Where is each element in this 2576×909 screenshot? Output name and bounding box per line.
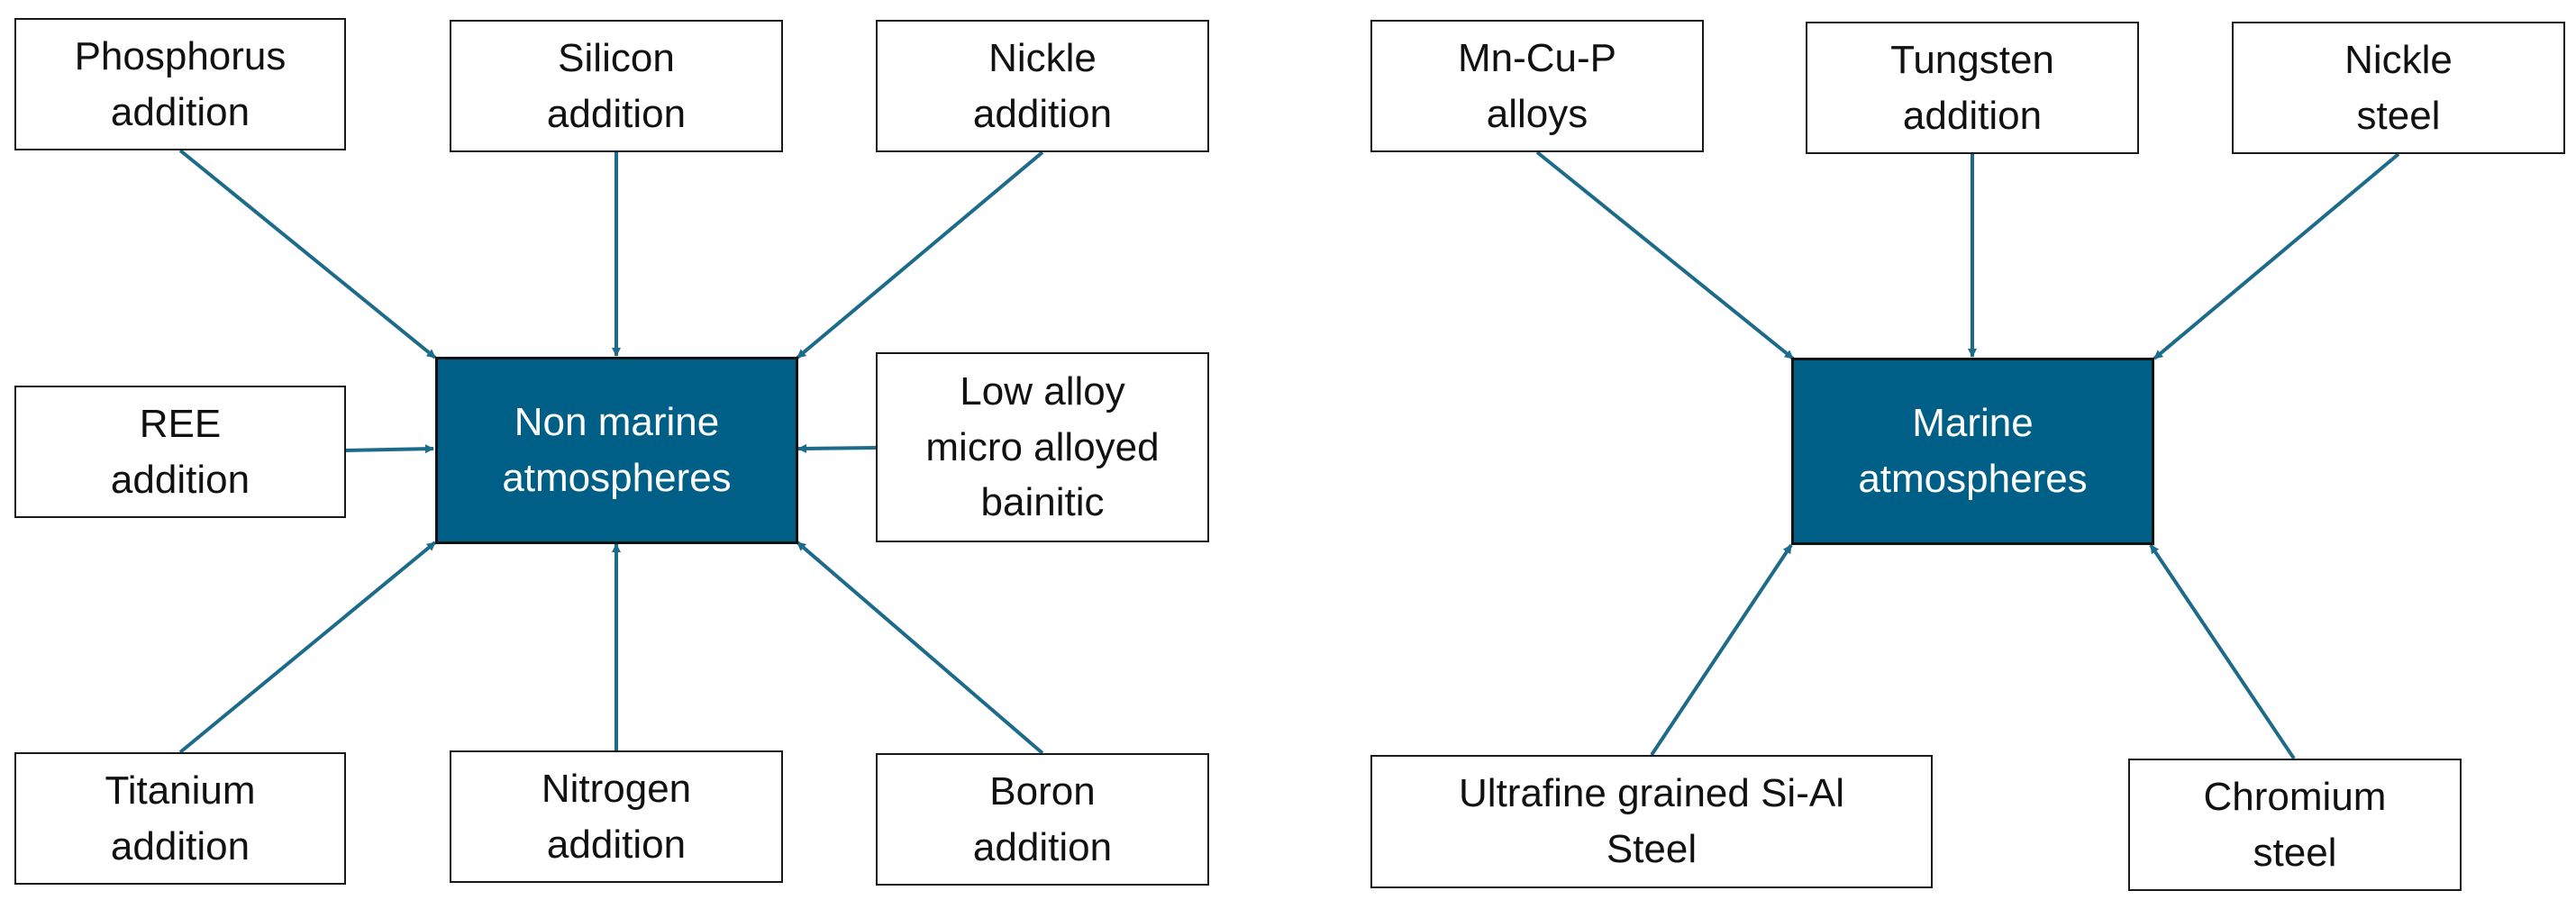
arrow-nickle-steel-to-marine bbox=[2153, 152, 2400, 360]
arrow-ree-to-non-marine bbox=[344, 444, 434, 454]
arrow-ultrafine-to-marine bbox=[1650, 543, 1793, 757]
arrow-low-alloy-to-non-marine bbox=[797, 443, 877, 453]
arrow-chromium-to-marine bbox=[2149, 543, 2296, 760]
arrow-mn-cu-p-to-marine bbox=[1535, 150, 1795, 360]
arrow-boron-to-non-marine bbox=[796, 541, 1044, 755]
arrow-titanium-to-non-marine bbox=[178, 541, 437, 754]
arrow-phosphorus-to-non-marine bbox=[178, 149, 437, 359]
arrow-nickle-to-non-marine bbox=[796, 150, 1044, 359]
